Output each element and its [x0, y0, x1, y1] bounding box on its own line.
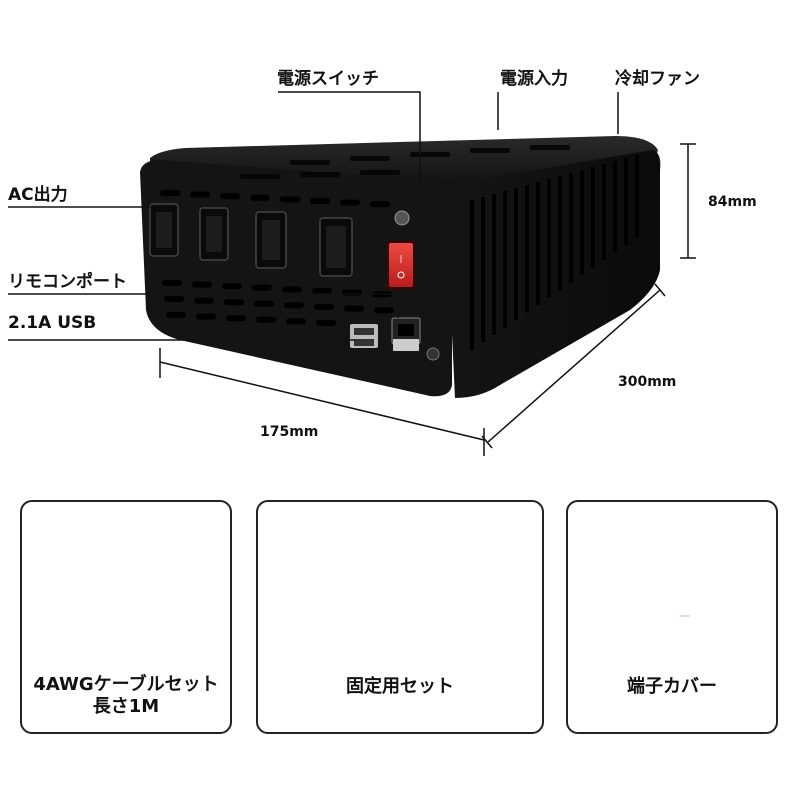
grille-slot: [374, 307, 394, 314]
grille-slot: [286, 318, 306, 325]
grille-slot: [310, 198, 330, 204]
terminal-cover-label: 端子カバー: [627, 676, 717, 697]
length-dimension: 300mm: [618, 374, 677, 390]
grille-slot: [250, 194, 270, 201]
svg-text:|: |: [400, 254, 403, 263]
vent-slot: [536, 182, 540, 305]
vent-slot: [503, 191, 507, 328]
grille-slot: [316, 320, 336, 326]
grille-slot: [370, 201, 390, 208]
power-switch: |: [386, 240, 416, 290]
power-switch-label: 電源スイッチ: [277, 69, 379, 89]
grille-slot: [190, 191, 210, 198]
accessory-card-covers: 端子カバー: [566, 500, 778, 734]
ac-outlet: [149, 203, 179, 257]
remote-port-label: リモコンポート: [8, 272, 127, 292]
grille-slot: [164, 296, 184, 302]
cooling-fan-label: 冷却ファン: [615, 69, 700, 89]
vent-slot: [525, 185, 529, 313]
accessory-card-cable: 4AWGケーブルセット 長さ1M: [20, 500, 232, 734]
grille-slot: [252, 284, 272, 291]
positive-mark: +: [676, 534, 690, 553]
grille-slot: [254, 300, 274, 307]
grille-slot: [224, 299, 244, 306]
vent-slot: [635, 155, 639, 238]
grille-slot: [192, 281, 212, 288]
vent-slot: [481, 197, 485, 343]
grille-slot: [222, 283, 242, 290]
terminal-screw: [426, 347, 440, 361]
width-dimension: 175mm: [260, 424, 319, 440]
vent-slot: [591, 167, 595, 268]
vent-slot: [547, 179, 551, 298]
grille-slot: [312, 288, 332, 294]
vent-slot: [613, 161, 617, 253]
power-input-label: 電源入力: [500, 69, 568, 89]
cooling-fan-vents: [470, 155, 639, 350]
grille-slot: [344, 305, 364, 312]
dimension-lines: [159, 143, 696, 456]
grille-slot: [256, 316, 276, 323]
grille-slot: [226, 315, 246, 322]
mounting-set-label: 固定用セット: [346, 676, 454, 697]
usb-label: 2.1A USB: [8, 313, 97, 333]
grille-slot: [280, 196, 300, 203]
ac-outlet: [199, 207, 229, 261]
grille-slot: [160, 190, 180, 196]
ac-output-label: AC出力: [8, 185, 68, 205]
grille-slot: [166, 312, 186, 318]
grille-slot: [314, 304, 334, 310]
grille-slot: [194, 297, 214, 304]
ac-outlets: [149, 203, 353, 277]
grille-slot: [340, 199, 360, 206]
height-dimension: 84mm: [708, 194, 757, 210]
cable-length-label: 長さ1M: [92, 696, 160, 717]
grille-slot: [196, 313, 216, 320]
vent-slot: [514, 188, 518, 320]
vent-slot: [492, 194, 496, 335]
grille-slot: [284, 302, 304, 309]
accessory-card-mounting: 固定用セット: [256, 500, 544, 734]
grille-slot: [220, 193, 240, 200]
vent-slot: [580, 170, 584, 275]
vent-slot: [569, 173, 573, 283]
negative-mark: −: [678, 606, 692, 625]
vent-slot: [558, 176, 562, 290]
vent-slot: [624, 158, 628, 245]
indicator-led: [394, 210, 410, 226]
vent-slot: [470, 200, 474, 350]
callout-lines: [8, 91, 619, 341]
vent-slot: [602, 164, 606, 260]
usb-port: [350, 324, 378, 348]
ac-outlet: [255, 211, 287, 269]
remote-port: [391, 317, 421, 351]
grille-slot: [162, 280, 182, 286]
grille-slot: [282, 286, 302, 293]
cable-set-label: 4AWGケーブルセット: [33, 674, 219, 695]
front-grille: [160, 190, 394, 326]
ac-outlet: [319, 217, 353, 277]
